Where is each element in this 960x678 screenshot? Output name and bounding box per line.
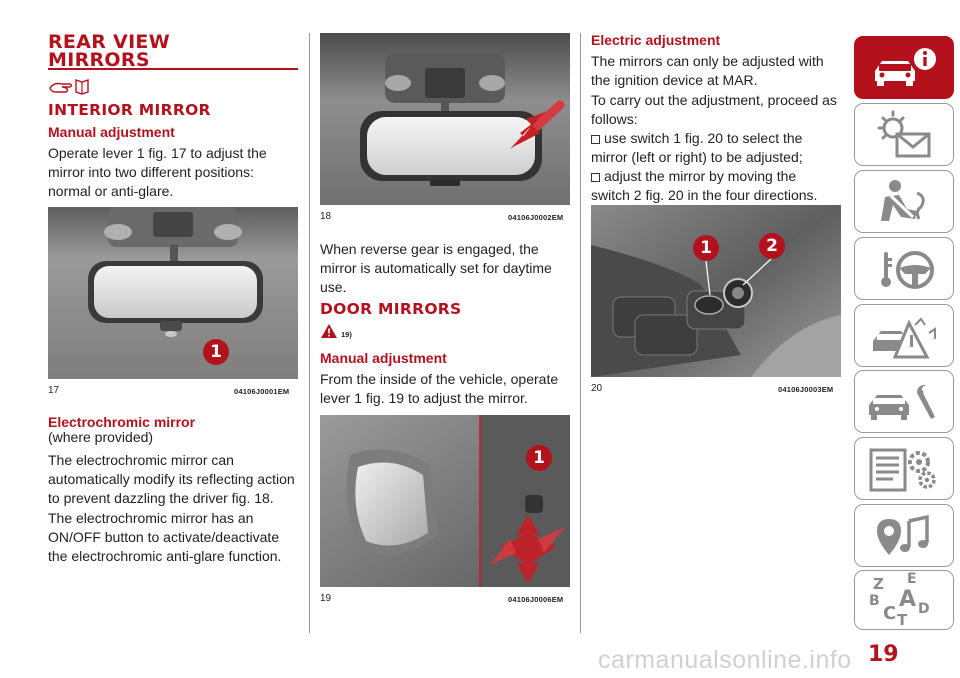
checkbox-bullet-icon (591, 135, 600, 144)
procedure-bullet-1: use switch 1 fig. 20 to select the mirro… (591, 130, 803, 165)
figure-18-code: 04106J0002EM (508, 213, 564, 222)
callout-badge-1: 1 (203, 339, 229, 365)
electric-adjustment-title: Electric adjustment (591, 32, 721, 48)
sidebar-tab-index[interactable]: Z E B A C D T (854, 570, 954, 630)
hand-pointing-book-icon (48, 76, 94, 101)
warning-triangle-icon (320, 323, 338, 344)
electrochromic-title: Electrochromic mirror (48, 414, 196, 430)
procedure-text: To carry out the adjustment, proceed as … (591, 92, 837, 127)
procedure-bullet-2: adjust the mirror by moving the switch 2… (591, 168, 818, 203)
electrochromic-note: (where provided) (48, 429, 154, 445)
column-divider-2 (580, 33, 581, 633)
figure-20-mirror-switches: 1 2 (591, 205, 841, 377)
figure-17-code: 04106J0001EM (234, 387, 290, 396)
warning-reference: 19) (341, 330, 352, 339)
callout-badge-1: 1 (693, 235, 719, 261)
heading-line-2: MIRRORS (48, 49, 150, 71)
sidebar-tab-car-info[interactable] (854, 36, 954, 99)
manual-adjustment-title: Manual adjustment (48, 124, 175, 140)
checklist-gears-icon (869, 448, 936, 492)
figure-19-door-mirror-lever: 1 (320, 415, 570, 587)
column-divider-1 (309, 33, 310, 633)
electrochromic-text-2: The electrochromic mirror has an ON/OFF … (48, 510, 282, 564)
figure-17-number: 17 (48, 385, 60, 396)
sidebar-tab-safety[interactable] (854, 170, 954, 233)
figure-20-code: 04106J0003EM (778, 385, 834, 394)
sidebar-tab-technical-data[interactable] (854, 437, 954, 500)
callout-badge-1: 1 (526, 445, 552, 471)
figure-18-number: 18 (320, 211, 332, 222)
alphabet-index-icon: Z E B A C D T (869, 571, 930, 629)
seatbelt-person-icon (881, 180, 925, 221)
sidebar-tab-starting-driving[interactable] (854, 237, 954, 300)
door-manual-adjustment-text: From the inside of the vehicle, operate … (320, 371, 559, 406)
electrochromic-text-1: The electrochromic mirror can automatica… (48, 452, 295, 506)
sidebar-tab-multimedia[interactable] (854, 504, 954, 567)
figure-19-code: 04106J0006EM (508, 595, 564, 604)
figure-17-interior-mirror: 1 (48, 207, 298, 379)
subheading-door-mirrors: DOOR MIRRORS (320, 300, 462, 318)
figure-18-electrochromic-mirror (320, 33, 570, 205)
watermark: carmanualsonline.info (598, 646, 852, 674)
manual-adjustment-text: Operate lever 1 fig. 17 to adjust the mi… (48, 145, 267, 199)
warning-light-envelope-icon (877, 110, 931, 158)
car-info-icon (875, 48, 936, 86)
reverse-gear-text: When reverse gear is engaged, the mirror… (320, 241, 552, 295)
checkbox-bullet-icon (591, 173, 600, 182)
key-steering-wheel-icon (881, 251, 934, 289)
sidebar-tab-warning-lights[interactable] (854, 103, 954, 166)
sidebar-tab-emergency[interactable] (854, 304, 954, 367)
page-number: 19 (868, 642, 899, 667)
door-manual-adjustment-title: Manual adjustment (320, 350, 447, 366)
subheading-interior-mirror: INTERIOR MIRROR (48, 101, 211, 119)
section-heading: REAR VIEW MIRRORS (48, 31, 170, 71)
music-navigation-icon (877, 514, 929, 555)
electric-adjustment-text: The mirrors can only be adjusted with th… (591, 53, 824, 88)
car-crash-icon (873, 317, 936, 359)
car-wrench-icon (869, 385, 935, 420)
heading-line-1: REAR VIEW (48, 31, 170, 53)
figure-19-number: 19 (320, 593, 332, 604)
heading-underline (48, 68, 298, 70)
sidebar-tab-maintenance[interactable] (854, 370, 954, 433)
callout-badge-2: 2 (759, 233, 785, 259)
figure-20-number: 20 (591, 383, 603, 394)
